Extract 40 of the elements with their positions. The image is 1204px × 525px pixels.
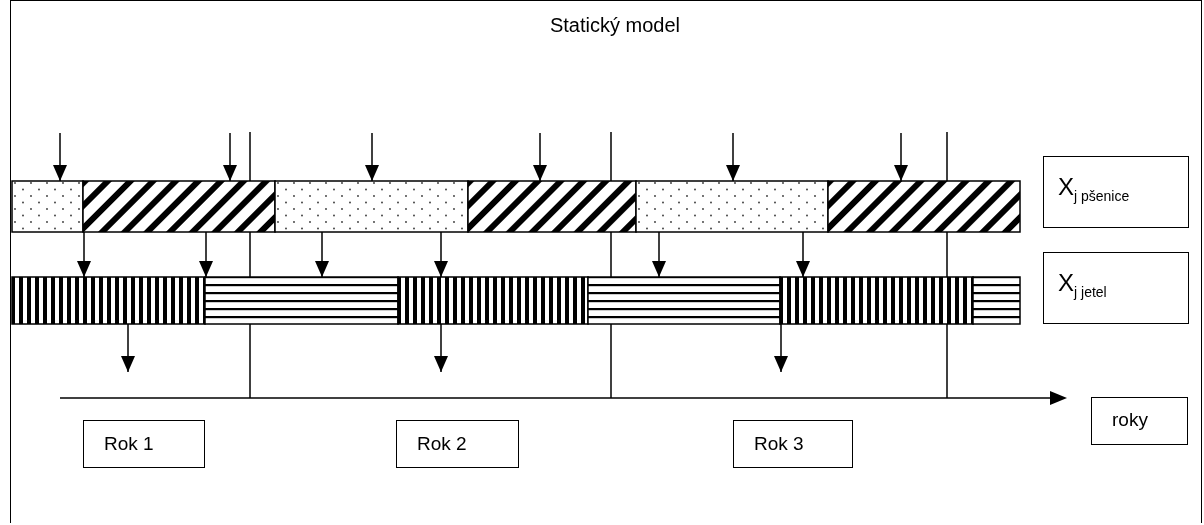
dotted-segment <box>274 180 469 233</box>
dotted-segment <box>11 180 84 233</box>
hatched-segment <box>82 180 276 233</box>
arrow <box>77 231 91 278</box>
hatched-segment <box>827 180 1021 233</box>
arrow <box>796 231 810 278</box>
text-label: Rok 2 <box>417 433 467 455</box>
arrow <box>53 132 67 182</box>
arrow <box>121 323 135 373</box>
text-label: Rok 3 <box>754 433 804 455</box>
label-box <box>1043 156 1189 228</box>
vertical-striped-segment <box>397 276 589 325</box>
vertical-striped-segment <box>11 276 206 325</box>
arrow <box>434 231 448 278</box>
hatched-segment <box>467 180 637 233</box>
horizontal-striped-segment <box>587 276 781 325</box>
arrow <box>223 132 237 182</box>
label-box <box>733 420 853 468</box>
text-label: roky <box>1112 409 1148 431</box>
label-box <box>1091 397 1188 445</box>
arrow <box>533 132 547 182</box>
arrow <box>774 323 788 373</box>
text-label: X$_{j pšenice}$ <box>1058 173 1130 204</box>
arrow <box>726 132 740 182</box>
arrow <box>315 231 329 278</box>
label-box <box>1043 252 1189 324</box>
horizontal-striped-segment <box>972 276 1021 325</box>
diagram-title: Statický model <box>549 14 681 36</box>
arrow <box>365 132 379 182</box>
label-box <box>396 420 519 468</box>
label-box <box>83 420 205 468</box>
text-label: X$_{j jetel}$ <box>1058 269 1107 300</box>
arrow <box>652 231 666 278</box>
arrow <box>894 132 908 182</box>
vertical-striped-segment <box>779 276 974 325</box>
dotted-segment <box>635 180 829 233</box>
arrow <box>199 231 213 278</box>
horizontal-striped-segment <box>204 276 399 325</box>
text-label: Rok 1 <box>104 433 154 455</box>
arrow <box>434 323 448 373</box>
